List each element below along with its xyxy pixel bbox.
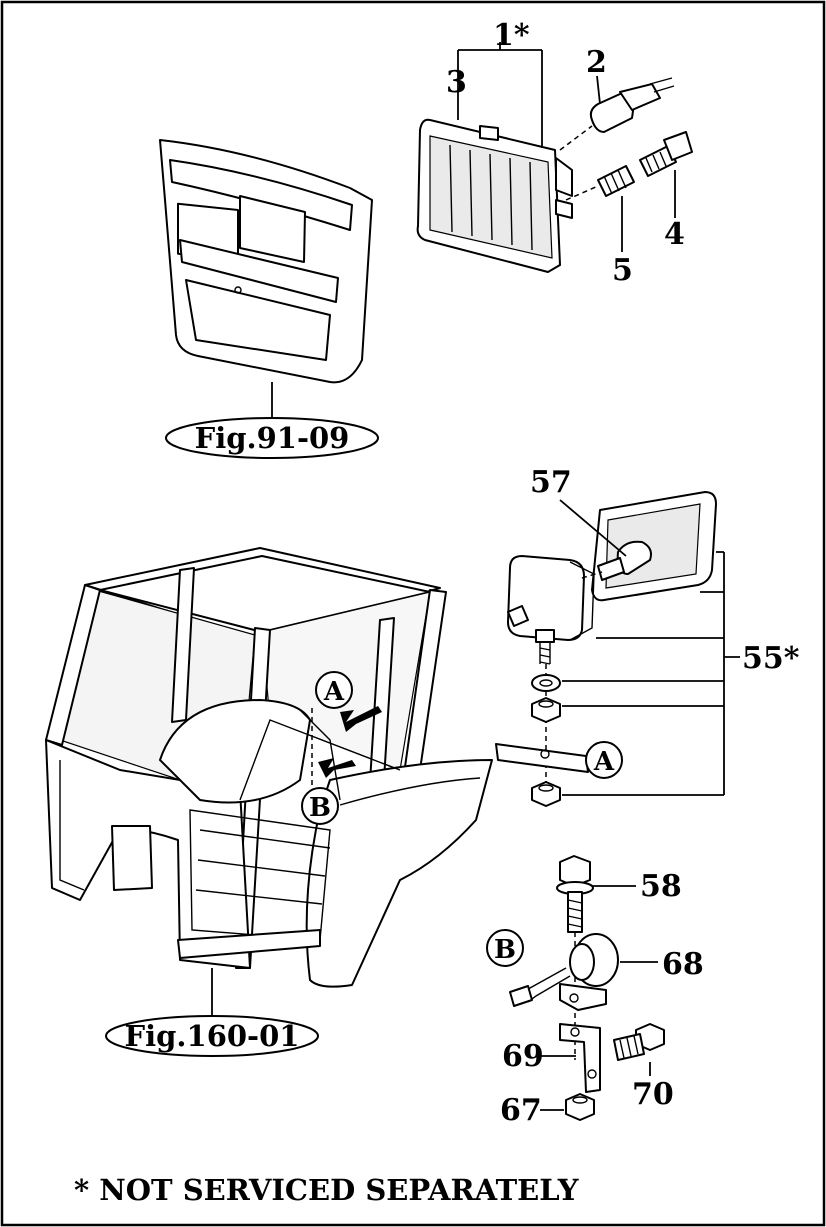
marker-b-detail-label: B	[494, 935, 516, 965]
callout-nut: 67	[500, 1093, 542, 1128]
callout-bracket-bolt: 70	[632, 1077, 674, 1112]
fig-label-grille: Fig.91-09	[195, 421, 350, 455]
callout-work-lamp-assembly: 55*	[742, 641, 800, 676]
marker-a-cab	[315, 671, 353, 709]
fig-label-oval-grille	[165, 417, 379, 459]
spring	[597, 165, 635, 197]
bracket-bolt	[613, 1023, 665, 1061]
bolt	[556, 855, 594, 933]
arrow-b	[318, 758, 356, 778]
callout-lamp-housing: 3	[446, 65, 467, 100]
nut-upper	[531, 697, 561, 723]
fig-label-oval-cab	[105, 1015, 319, 1057]
marker-b-cab-label: B	[309, 793, 331, 823]
washer	[531, 674, 561, 692]
callout-work-lamp-bulb: 57	[530, 465, 572, 500]
callout-adjuster-screw: 4	[664, 217, 685, 252]
fig-label-cab: Fig.160-01	[125, 1019, 300, 1053]
tractor-cab	[45, 547, 493, 988]
arrow-a	[340, 706, 382, 732]
work-lamp-bulb	[597, 540, 652, 581]
horn	[509, 933, 619, 1011]
callout-headlamp-assembly: 1*	[493, 18, 530, 53]
footnote: * NOT SERVICED SEPARATELY	[74, 1173, 579, 1207]
marker-a-mount	[585, 741, 623, 779]
callout-bolt: 58	[640, 869, 682, 904]
nut-horn	[565, 1093, 595, 1121]
adjuster-screw	[639, 131, 693, 177]
headlamp	[416, 118, 573, 273]
marker-b-cab	[301, 787, 339, 825]
marker-b-detail	[486, 929, 524, 967]
mount-plate	[495, 743, 589, 773]
bulb	[589, 77, 675, 133]
callout-spring: 5	[612, 253, 633, 288]
nut-lower	[531, 781, 561, 807]
front-grille	[159, 139, 373, 384]
callout-horn: 68	[662, 947, 704, 982]
marker-a-cab-label: A	[323, 677, 345, 707]
marker-a-mount-label: A	[593, 747, 615, 777]
callout-bulb: 2	[586, 45, 607, 80]
callout-bracket: 69	[502, 1039, 544, 1074]
bracket	[559, 1023, 601, 1093]
